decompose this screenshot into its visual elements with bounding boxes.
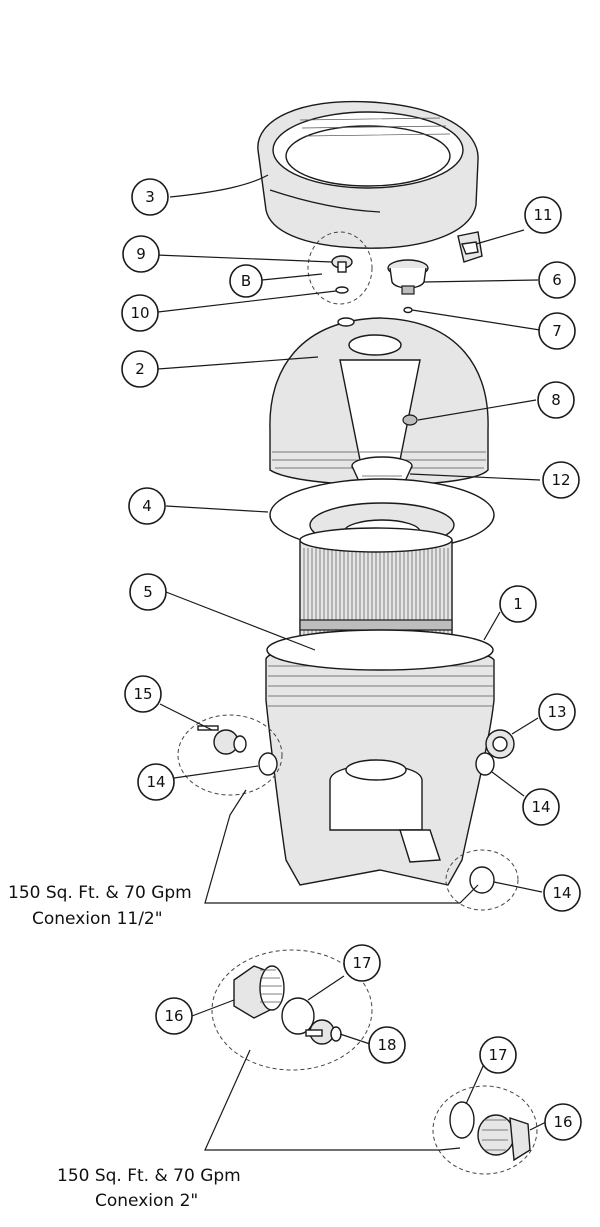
callout-14-right: 14 <box>522 788 560 826</box>
callout-14-left: 14 <box>137 763 175 801</box>
svg-text:5: 5 <box>143 583 153 601</box>
caption-set-a-line2: Conexion 11/2" <box>32 909 163 929</box>
callout-17-right: 17 <box>479 1036 517 1074</box>
caption-set-b-line2: Conexion 2" <box>95 1191 198 1211</box>
dashed-group-drain <box>177 714 283 796</box>
part-clip <box>457 231 483 263</box>
svg-text:14: 14 <box>552 884 571 902</box>
svg-text:13: 13 <box>547 703 566 721</box>
svg-text:B: B <box>241 272 251 290</box>
svg-text:16: 16 <box>553 1113 572 1131</box>
svg-text:2: 2 <box>135 360 145 378</box>
svg-text:16: 16 <box>164 1007 183 1025</box>
svg-text:6: 6 <box>552 271 562 289</box>
callout-18: 18 <box>368 1026 406 1064</box>
callout-4: 4 <box>128 487 166 525</box>
callout-12: 12 <box>542 461 580 499</box>
callout-13: 13 <box>538 693 576 731</box>
part-union-kit-16-17 <box>432 1085 538 1175</box>
part-tank-body <box>265 629 495 886</box>
leader-lines <box>155 174 547 1131</box>
svg-text:4: 4 <box>142 497 152 515</box>
callout-8: 8 <box>537 381 575 419</box>
part-filter-lid <box>269 317 489 486</box>
callout-6: 6 <box>538 261 576 299</box>
callout-17-left: 17 <box>343 944 381 982</box>
svg-text:11: 11 <box>533 206 552 224</box>
svg-text:14: 14 <box>146 773 165 791</box>
callout-14-bottom: 14 <box>543 874 581 912</box>
callout-9: 9 <box>122 235 160 273</box>
svg-text:14: 14 <box>531 798 550 816</box>
svg-text:3: 3 <box>145 188 155 206</box>
part-pressure-gauge-port <box>485 729 515 759</box>
svg-text:9: 9 <box>136 245 146 263</box>
svg-text:8: 8 <box>551 391 561 409</box>
callout-15: 15 <box>124 675 162 713</box>
part-union-kit-16-18 <box>211 949 373 1071</box>
callout-11: 11 <box>524 196 562 234</box>
callout-b: B <box>229 264 263 298</box>
part-air-relief-housing <box>387 259 429 314</box>
caption-set-a-line1: 150 Sq. Ft. & 70 Gpm <box>8 883 192 903</box>
svg-text:17: 17 <box>488 1046 507 1064</box>
svg-text:18: 18 <box>377 1036 396 1054</box>
callout-3: 3 <box>131 178 169 216</box>
callout-10: 10 <box>121 294 159 332</box>
svg-text:1: 1 <box>513 595 523 613</box>
callout-16-left: 16 <box>155 997 193 1035</box>
part-o-rings-14 <box>258 752 495 894</box>
svg-text:7: 7 <box>552 322 562 340</box>
callout-7: 7 <box>538 312 576 350</box>
part-group-b <box>307 231 373 305</box>
part-drain-plug <box>197 725 247 755</box>
part-locking-ring <box>257 100 479 249</box>
svg-text:10: 10 <box>130 304 149 322</box>
bracket-set-b <box>204 1049 461 1151</box>
caption-set-b-line1: 150 Sq. Ft. & 70 Gpm <box>57 1166 241 1186</box>
svg-text:12: 12 <box>551 471 570 489</box>
bracket-set-a <box>204 789 479 904</box>
svg-text:15: 15 <box>133 685 152 703</box>
dashed-group-port <box>445 849 519 911</box>
callout-2: 2 <box>121 350 159 388</box>
callout-1: 1 <box>499 585 537 623</box>
callout-5: 5 <box>129 573 167 611</box>
svg-text:17: 17 <box>352 954 371 972</box>
callout-16-right: 16 <box>544 1103 582 1141</box>
